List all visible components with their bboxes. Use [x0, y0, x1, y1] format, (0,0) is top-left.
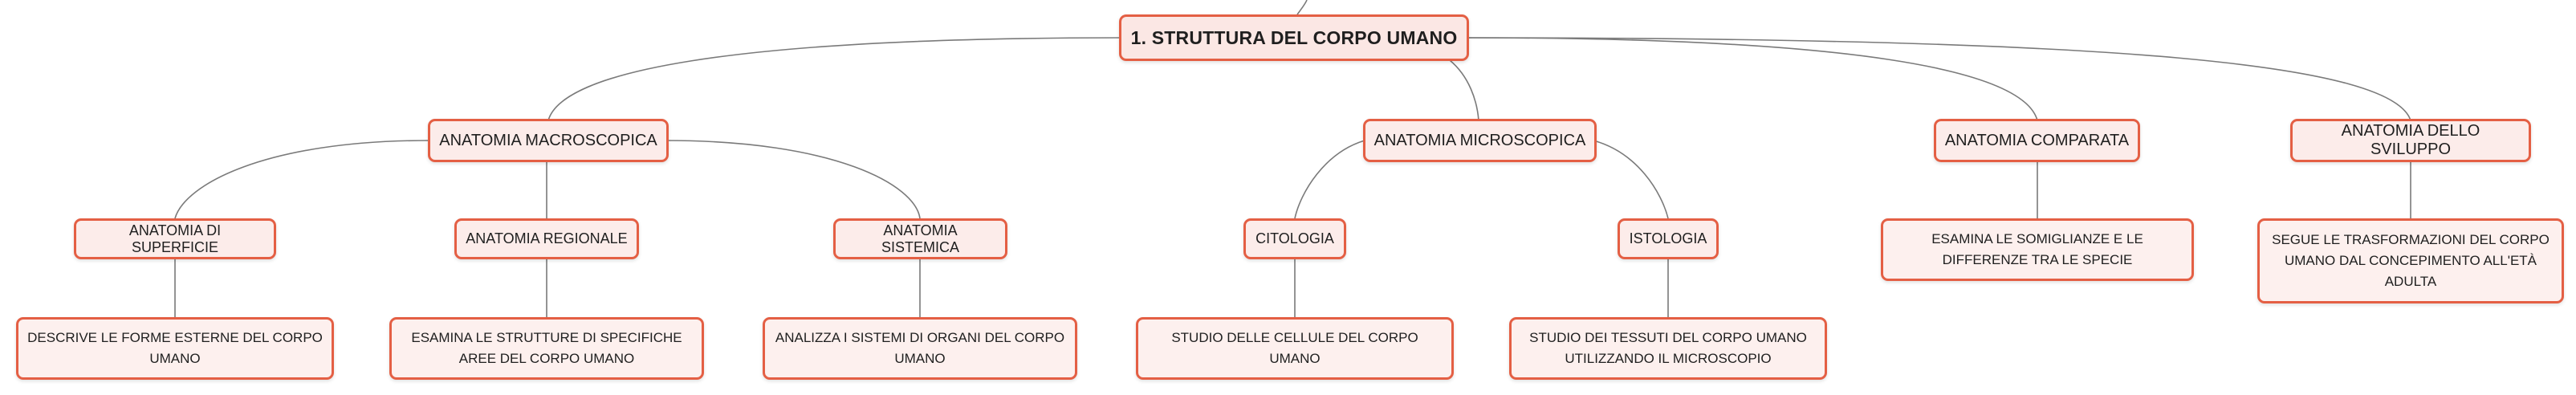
- topic-node-label: ANATOMIA SISTEMICA: [881, 222, 959, 255]
- detail-node-citologia[interactable]: STUDIO DELLE CELLULE DEL CORPO UMANO: [1136, 317, 1454, 380]
- topic-node-label: ANATOMIA REGIONALE: [466, 230, 628, 246]
- connector-micro-citologia: [1294, 140, 1365, 219]
- connector-micro-istologia: [1593, 140, 1669, 219]
- topic-node-anatomia-superficie[interactable]: ANATOMIA DI SUPERFICIE: [74, 218, 276, 259]
- topic-node-citologia[interactable]: CITOLOGIA: [1243, 218, 1346, 259]
- branch-node-anatomia-macroscopica[interactable]: ANATOMIA MACROSCOPICA: [428, 119, 669, 162]
- detail-node-text: DESCRIVE LE FORME ESTERNE DEL CORPO UMAN…: [27, 330, 323, 366]
- topic-node-anatomia-regionale[interactable]: ANATOMIA REGIONALE: [454, 218, 639, 259]
- branch-node-anatomia-microscopica[interactable]: ANATOMIA MICROSCOPICA: [1363, 119, 1597, 162]
- detail-node-istologia[interactable]: STUDIO DEI TESSUTI DEL CORPO UMANO UTILI…: [1509, 317, 1827, 380]
- detail-node-superficie[interactable]: DESCRIVE LE FORME ESTERNE DEL CORPO UMAN…: [16, 317, 334, 380]
- connector-root-comparata: [1463, 37, 2038, 121]
- topic-node-anatomia-sistemica[interactable]: ANATOMIA SISTEMICA: [833, 218, 1007, 259]
- detail-node-comparata[interactable]: ESAMINA LE SOMIGLIANZE E LE DIFFERENZE T…: [1881, 218, 2194, 281]
- branch-node-label: ANATOMIA COMPARATA: [1944, 131, 2130, 149]
- topic-node-label: ANATOMIA DI SUPERFICIE: [128, 222, 222, 255]
- connector-root-parent: [1296, 0, 1308, 15]
- branch-node-label: ANATOMIA DELLO SVILUPPO: [2341, 122, 2480, 158]
- topic-node-label: CITOLOGIA: [1255, 230, 1334, 246]
- topic-node-istologia[interactable]: ISTOLOGIA: [1618, 218, 1719, 259]
- root-node[interactable]: 1. STRUTTURA DEL CORPO UMANO: [1119, 14, 1469, 61]
- branch-node-anatomia-comparata[interactable]: ANATOMIA COMPARATA: [1934, 119, 2140, 162]
- connector-root-macroscopica: [547, 37, 1123, 121]
- detail-node-text: ESAMINA LE SOMIGLIANZE E LE DIFFERENZE T…: [1931, 231, 2143, 267]
- branch-node-label: ANATOMIA MICROSCOPICA: [1373, 131, 1586, 149]
- root-node-label: 1. STRUTTURA DEL CORPO UMANO: [1130, 26, 1458, 48]
- detail-node-text: SEGUE LE TRASFORMAZIONI DEL CORPO UMANO …: [2272, 232, 2550, 289]
- detail-node-sviluppo[interactable]: SEGUE LE TRASFORMAZIONI DEL CORPO UMANO …: [2257, 218, 2564, 303]
- connector-root-sviluppo: [1463, 37, 2411, 121]
- detail-node-text: STUDIO DEI TESSUTI DEL CORPO UMANO UTILI…: [1529, 330, 1807, 366]
- detail-node-text: ANALIZZA I SISTEMI DI ORGANI DEL CORPO U…: [775, 330, 1065, 366]
- connector-root-microscopica: [1449, 59, 1479, 121]
- detail-node-text: ESAMINA LE STRUTTURE DI SPECIFICHE AREE …: [411, 330, 682, 366]
- branch-node-label: ANATOMIA MACROSCOPICA: [439, 131, 657, 149]
- detail-node-sistemica[interactable]: ANALIZZA I SISTEMI DI ORGANI DEL CORPO U…: [763, 317, 1077, 380]
- topic-node-label: ISTOLOGIA: [1629, 230, 1707, 246]
- detail-node-regionale[interactable]: ESAMINA LE STRUTTURE DI SPECIFICHE AREE …: [389, 317, 704, 380]
- detail-node-text: STUDIO DELLE CELLULE DEL CORPO UMANO: [1171, 330, 1418, 366]
- connector-macro-superficie: [174, 140, 429, 219]
- connector-macro-sistemica: [665, 140, 921, 219]
- branch-node-anatomia-sviluppo[interactable]: ANATOMIA DELLO SVILUPPO: [2290, 119, 2531, 162]
